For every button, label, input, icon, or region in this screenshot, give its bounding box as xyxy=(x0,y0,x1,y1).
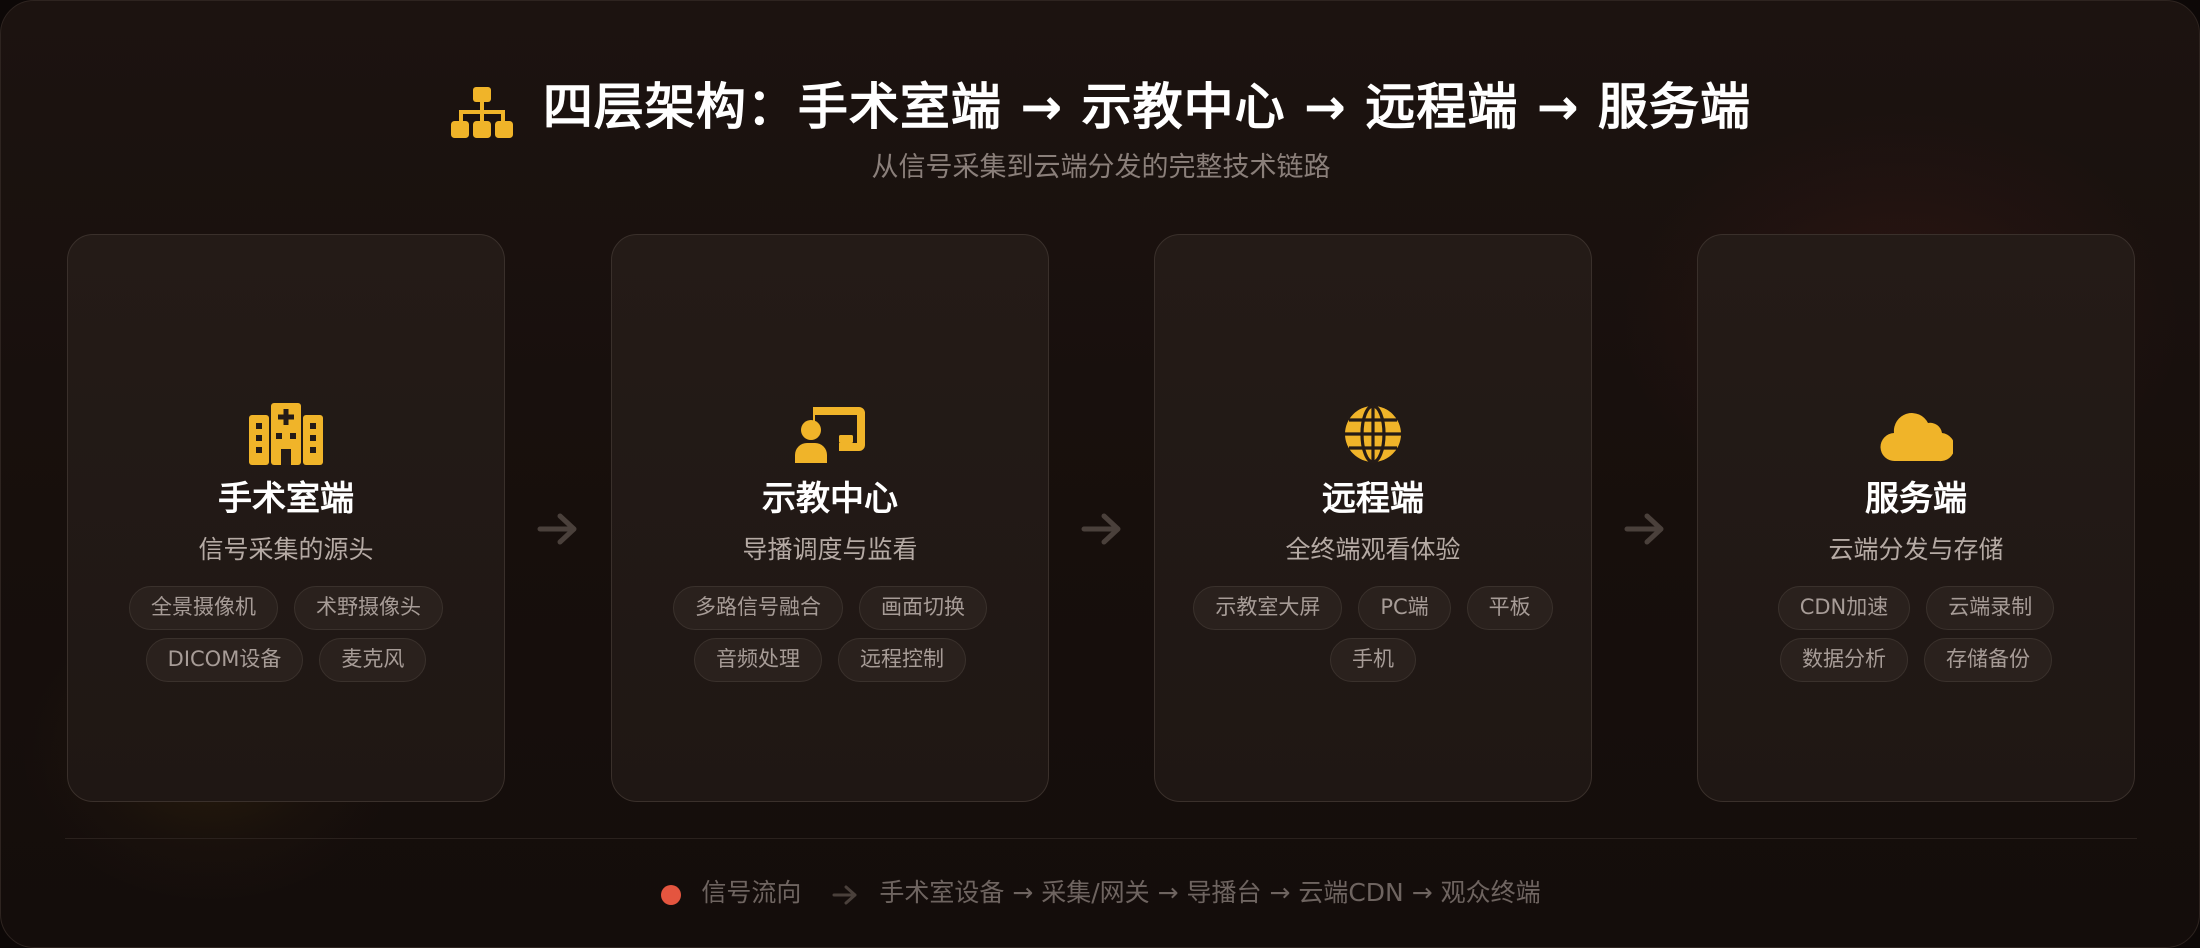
hospital-icon xyxy=(249,403,323,465)
tag: 远程控制 xyxy=(838,638,966,682)
tag: 云端录制 xyxy=(1926,586,2055,630)
card-subtitle: 信号采集的源头 xyxy=(198,535,374,564)
signal-flow-legend: 信号流向 手术室设备 → 采集/网关 → 导播台 → 云端CDN → 观众终端 xyxy=(1,873,2199,909)
tag-list: 示教室大屏 PC端 平板 手机 xyxy=(1193,586,1553,682)
tag: 音频处理 xyxy=(694,638,822,682)
chalkboard-teacher-icon xyxy=(795,407,865,463)
globe-icon xyxy=(1345,404,1401,464)
tag: 麦克风 xyxy=(319,638,427,682)
layer-card-operating-room: 手术室端 信号采集的源头 全景摄像机 术野摄像头 DICOM设备 麦克风 xyxy=(67,234,505,802)
card-subtitle: 云端分发与存储 xyxy=(1828,535,2004,564)
tag-list: CDN加速 云端录制 数据分析 存储备份 xyxy=(1736,586,2096,682)
card-title: 远程端 xyxy=(1322,479,1424,519)
card-title: 服务端 xyxy=(1865,479,1967,519)
signal-flow-path: 手术室设备 → 采集/网关 → 导播台 → 云端CDN → 观众终端 xyxy=(879,878,1541,907)
card-title: 示教中心 xyxy=(762,479,898,519)
tag: 示教室大屏 xyxy=(1193,586,1343,630)
divider xyxy=(65,838,2137,839)
card-subtitle: 导播调度与监看 xyxy=(742,535,918,564)
cloud-icon xyxy=(1880,413,1953,462)
layer-card-teaching-center: 示教中心 导播调度与监看 多路信号融合 画面切换 音频处理 远程控制 xyxy=(611,234,1049,802)
tag: 全景摄像机 xyxy=(129,586,278,630)
layer-card-server: 服务端 云端分发与存储 CDN加速 云端录制 数据分析 存储备份 xyxy=(1697,234,2135,802)
arrow-right-icon xyxy=(1081,513,1121,545)
tag: 平板 xyxy=(1466,586,1553,630)
arrow-right-icon xyxy=(832,885,857,905)
arrow-right-icon xyxy=(1624,513,1664,545)
sitemap-icon xyxy=(450,87,513,138)
signal-dot-icon xyxy=(661,885,682,905)
tag: 画面切换 xyxy=(859,586,987,630)
tag-list: 全景摄像机 术野摄像头 DICOM设备 麦克风 xyxy=(106,586,466,682)
tag: PC端 xyxy=(1358,586,1451,630)
header: 四层架构：手术室端 → 示教中心 → 远程端 → 服务端 xyxy=(1,67,2199,139)
tag: 存储备份 xyxy=(1924,638,2052,682)
tag: DICOM设备 xyxy=(145,638,304,682)
tag: 手机 xyxy=(1330,638,1416,682)
tag: 数据分析 xyxy=(1780,638,1908,682)
card-subtitle: 全终端观看体验 xyxy=(1285,535,1461,564)
page-title: 四层架构：手术室端 → 示教中心 → 远程端 → 服务端 xyxy=(542,78,1752,136)
tag: CDN加速 xyxy=(1777,586,1911,630)
page-subtitle: 从信号采集到云端分发的完整技术链路 xyxy=(871,152,1331,183)
arrow-right-icon xyxy=(537,513,577,545)
card-title: 手术室端 xyxy=(218,479,354,519)
tag: 术野摄像头 xyxy=(294,586,443,630)
signal-flow-label: 信号流向 xyxy=(701,878,802,907)
tag-list: 多路信号融合 画面切换 音频处理 远程控制 xyxy=(650,586,1010,682)
tag: 多路信号融合 xyxy=(673,586,843,630)
layer-card-remote: 远程端 全终端观看体验 示教室大屏 PC端 平板 手机 xyxy=(1154,234,1592,802)
